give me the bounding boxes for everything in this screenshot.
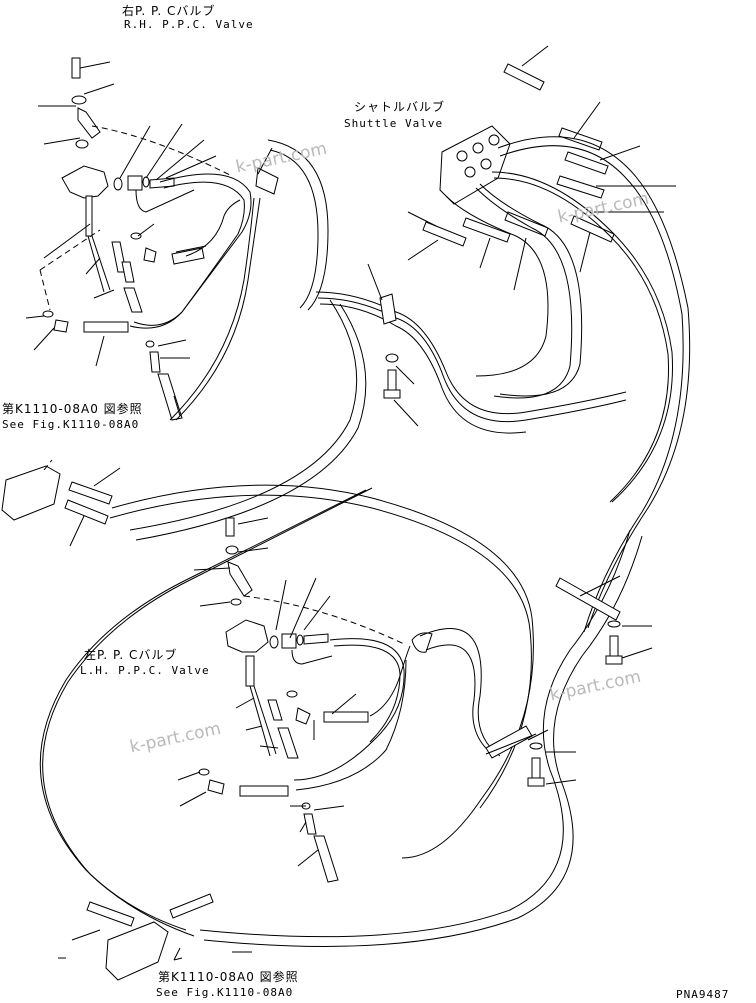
center-clamp <box>379 293 397 325</box>
bracket-right <box>527 577 623 787</box>
rh-elbow <box>77 107 101 139</box>
lh-ppc-valve-body <box>225 619 269 653</box>
rh-top-bolt <box>71 57 81 79</box>
ref-valve-bottom <box>86 893 214 981</box>
outer-loop-hose <box>39 484 643 947</box>
hose-clamp-lower <box>411 628 537 759</box>
shuttle-valve-label-jp: シャトルバルブ <box>354 100 446 114</box>
ref-label-top-en: See Fig.K1110-08A0 <box>2 418 140 431</box>
shuttle-valve-body <box>439 125 511 205</box>
rh-ppc-valve-stem <box>85 195 93 237</box>
rh-ppc-valve-body <box>61 165 109 199</box>
shuttle-valve-assembly <box>422 63 691 633</box>
ref-valve-top <box>1 459 113 525</box>
rh-ppc-label-jp: 右P. P. Cバルブ <box>122 4 216 18</box>
lh-ppc-valve-assembly <box>198 517 411 883</box>
rh-ppc-valve-assembly <box>39 57 261 421</box>
hose-bundle-center <box>129 291 627 541</box>
lh-ppc-label-en: L.H. P.P.C. Valve <box>80 664 210 677</box>
drawing-number: PNA9487 <box>676 988 730 1001</box>
lh-ppc-label-jp: 左P. P. Cバルブ <box>84 648 178 662</box>
leader-lines <box>25 45 676 959</box>
ref-label-top-jp: 第K1110-08A0 図参照 <box>2 402 143 416</box>
rh-ppc-label-en: R.H. P.P.C. Valve <box>124 18 254 31</box>
ref-label-bottom-jp: 第K1110-08A0 図参照 <box>158 970 299 984</box>
ref-label-bottom-en: See Fig.K1110-08A0 <box>156 986 294 999</box>
shuttle-valve-label-en: Shuttle Valve <box>344 117 444 130</box>
